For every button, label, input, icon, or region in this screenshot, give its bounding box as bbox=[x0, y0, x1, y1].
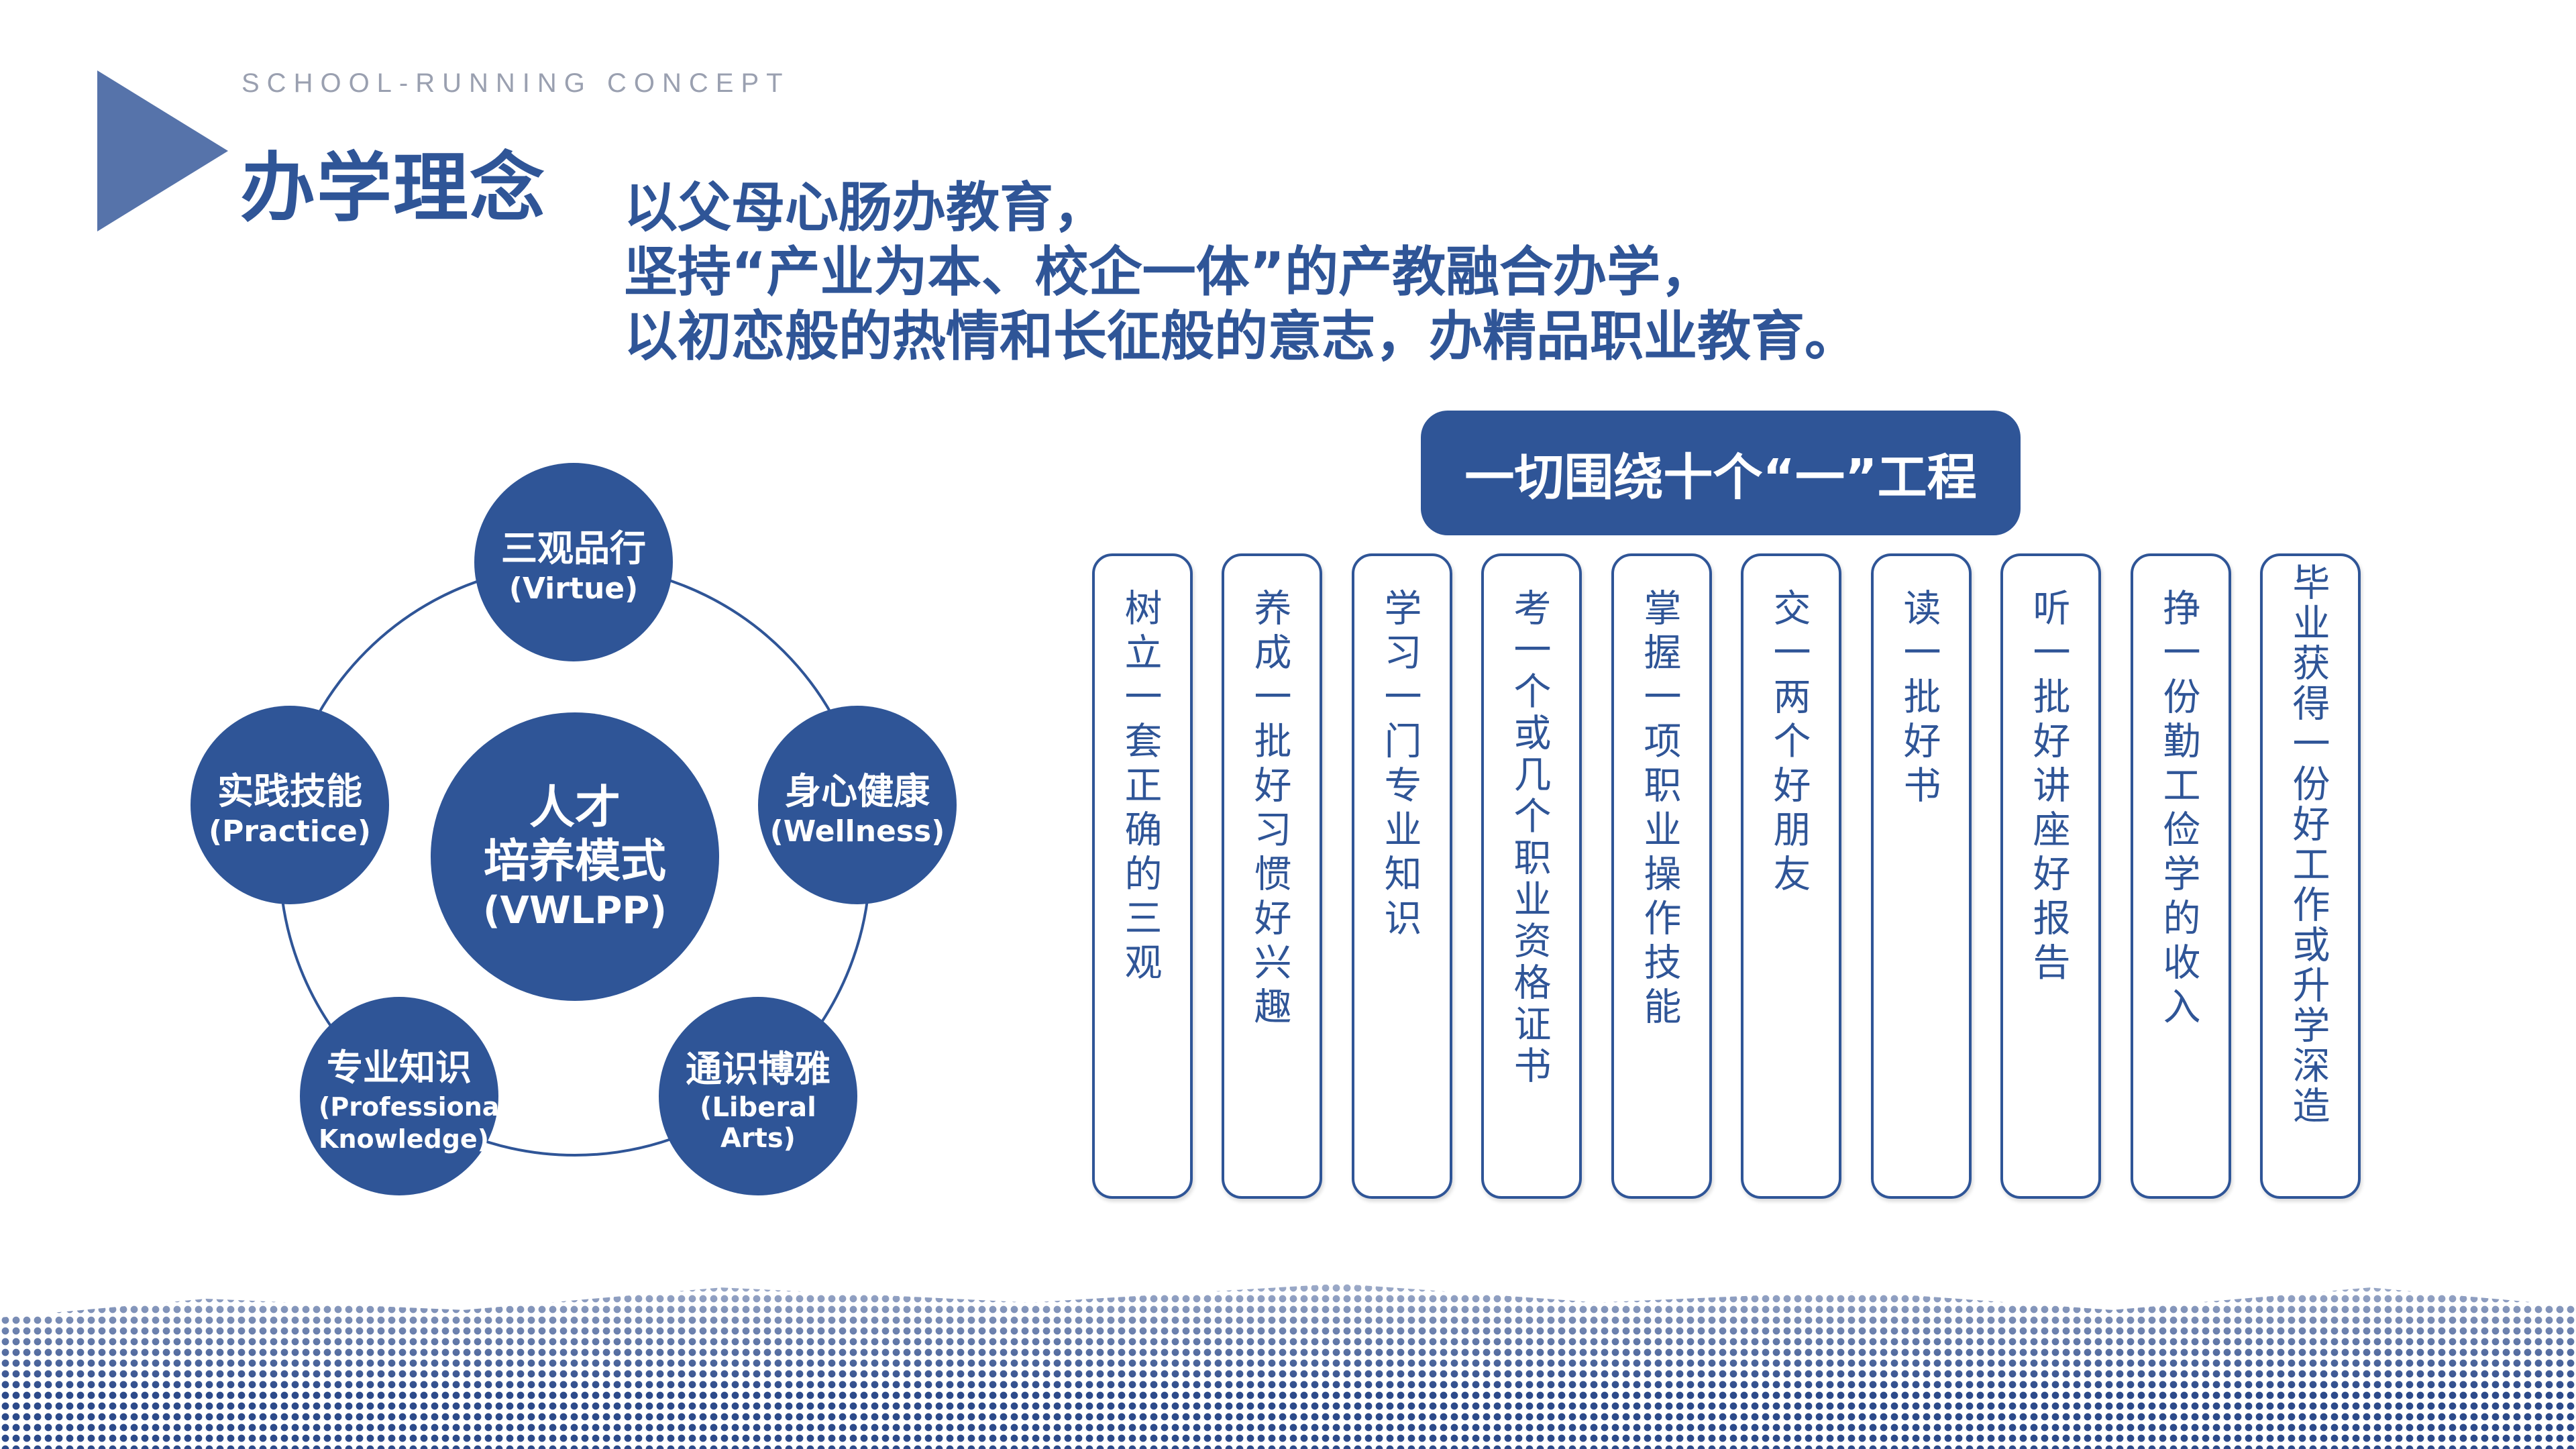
project-item: 挣一份勤工俭学的收入 bbox=[2131, 553, 2231, 1199]
model-node-wellness: 身心健康 (Wellness) bbox=[758, 706, 957, 904]
project-item-text: 交一两个好朋友 bbox=[1767, 588, 1811, 898]
project-item-text: 考一个或几个职业资格证书 bbox=[1507, 588, 1551, 1087]
slogan: 以父母心肠办教育， 坚持“产业为本、校企一体”的产教融合办学， 以初恋般的热情和… bbox=[624, 176, 1858, 369]
node-label: 通识博雅 bbox=[686, 1047, 830, 1090]
model-node-liberal-arts: 通识博雅 (Liberal Arts) bbox=[659, 997, 857, 1195]
model-center-circle: 人才 培养模式 (VWLPP) bbox=[431, 712, 719, 1001]
center-label: 培养模式 bbox=[483, 835, 666, 888]
project-item: 树立一套正确的三观 bbox=[1092, 553, 1193, 1199]
project-item: 读一批好书 bbox=[1871, 553, 1972, 1199]
ten-ones-banner: 一切围绕十个“一”工程 bbox=[1421, 411, 2021, 535]
project-item: 学习一门专业知识 bbox=[1352, 553, 1452, 1199]
model-node-practice: 实践技能 (Practice) bbox=[191, 706, 389, 904]
project-item-text: 掌握一项职业操作技能 bbox=[1638, 588, 1681, 1031]
model-node-professional-knowledge: 专业知识 (Professional Knowledge) bbox=[300, 997, 508, 1195]
node-label-en: (Virtue) bbox=[508, 572, 639, 606]
project-item-text: 养成一批好习惯好兴趣 bbox=[1248, 588, 1291, 1031]
node-label-en: (Practice) bbox=[209, 814, 371, 849]
node-label-en: (Liberal Arts) bbox=[700, 1091, 816, 1154]
project-item: 听一批好讲座好报告 bbox=[2000, 553, 2101, 1199]
node-label: 专业知识 bbox=[327, 1046, 472, 1089]
node-label-en: (Wellness) bbox=[769, 814, 945, 849]
project-item-text: 挣一份勤工俭学的收入 bbox=[2157, 588, 2200, 1031]
project-item: 养成一批好习惯好兴趣 bbox=[1222, 553, 1322, 1199]
center-label: 人才 bbox=[529, 781, 621, 835]
node-label: 实践技能 bbox=[217, 770, 362, 812]
project-item: 毕业获得一份好工作或升学深造 bbox=[2260, 553, 2361, 1199]
project-item-text: 树立一套正确的三观 bbox=[1118, 588, 1162, 987]
center-label-en: (VWLPP) bbox=[482, 888, 667, 932]
project-item-text: 读一批好书 bbox=[1897, 588, 1941, 810]
node-label-en: (Professional Knowledge) bbox=[319, 1091, 508, 1154]
project-item: 考一个或几个职业资格证书 bbox=[1481, 553, 1582, 1199]
node-label: 三观品行 bbox=[501, 527, 646, 570]
model-node-virtue: 三观品行 (Virtue) bbox=[474, 463, 673, 661]
node-label: 身心健康 bbox=[785, 770, 930, 812]
halftone-wave-decoration bbox=[0, 1283, 2576, 1449]
slogan-line: 坚持“产业为本、校企一体”的产教融合办学， bbox=[624, 241, 1715, 303]
slogan-line: 以初恋般的热情和长征般的意志，办精品职业教育。 bbox=[624, 305, 1858, 368]
project-item: 交一两个好朋友 bbox=[1741, 553, 1841, 1199]
project-item-text: 听一批好讲座好报告 bbox=[2027, 588, 2070, 987]
page-title: 办学理念 bbox=[240, 145, 546, 232]
header-triangle-decoration bbox=[97, 70, 228, 231]
slogan-line: 以父母心肠办教育， bbox=[624, 176, 1107, 239]
project-item-text: 毕业获得一份好工作或升学深造 bbox=[2286, 563, 2330, 1126]
project-item: 掌握一项职业操作技能 bbox=[1611, 553, 1712, 1199]
section-subtitle-en: SCHOOL-RUNNING CONCEPT bbox=[241, 68, 790, 98]
project-item-text: 学习一门专业知识 bbox=[1378, 588, 1421, 943]
